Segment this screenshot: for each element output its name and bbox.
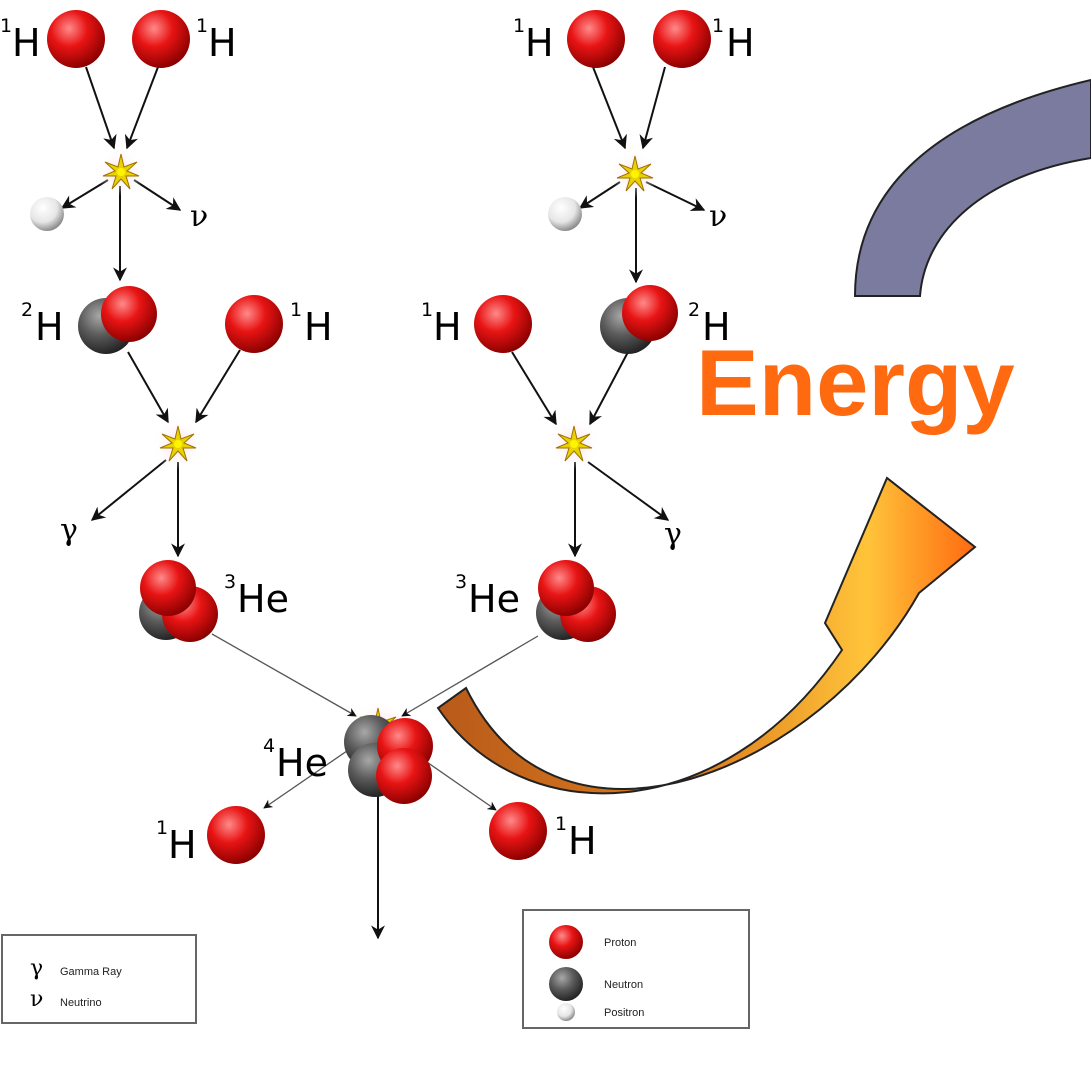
legend-proton-icon <box>549 925 583 959</box>
positron <box>548 197 582 231</box>
legend-neutron-icon <box>549 967 583 1001</box>
mass-number: 1 <box>290 299 302 321</box>
element-symbol: He <box>237 577 289 621</box>
fusion-burst <box>548 418 600 470</box>
proton <box>489 802 547 860</box>
fusion-burst <box>611 150 659 198</box>
element-symbol: H <box>304 305 333 349</box>
legend-neutrino-symbol: ν <box>30 987 43 1012</box>
mass-number: 3 <box>455 571 467 593</box>
element-symbol: H <box>12 21 41 65</box>
proton <box>653 10 711 68</box>
deuterium-nucleus <box>600 285 678 354</box>
element-symbol: He <box>276 741 328 785</box>
energy-curved-arrow <box>436 476 977 795</box>
element-symbol: H <box>702 305 731 349</box>
legend-positron-icon <box>557 1003 575 1021</box>
legend-neutron-label: Neutron <box>604 979 643 991</box>
legend-left: γ Gamma Ray ν Neutrino <box>1 934 197 1024</box>
positron <box>30 197 64 231</box>
mass-number: 1 <box>555 813 567 835</box>
upper-curved-arrow <box>853 78 1091 297</box>
element-symbol: H <box>726 21 755 65</box>
element-symbol: H <box>208 21 237 65</box>
gamma-symbol: γ <box>60 513 78 548</box>
helium-4-nucleus <box>344 715 433 804</box>
deuterium-nucleus <box>78 286 157 354</box>
element-symbol: H <box>525 21 554 65</box>
energy-label: Energy <box>696 330 1015 435</box>
proton <box>474 295 532 353</box>
legend-neutrino-label: Neutrino <box>60 997 102 1009</box>
mass-number: 4 <box>263 735 275 757</box>
mass-number: 1 <box>0 15 12 37</box>
legend-gamma-symbol: γ <box>30 956 43 981</box>
reaction-arrows <box>60 66 706 940</box>
proton <box>567 10 625 68</box>
neutrino-symbol: ν <box>190 199 208 234</box>
fusion-burst <box>152 418 204 470</box>
legend-right: Proton Neutron Positron <box>522 909 750 1029</box>
element-symbol: H <box>35 305 64 349</box>
mass-number: 1 <box>712 15 724 37</box>
proton <box>207 806 265 864</box>
proton <box>132 10 190 68</box>
mass-number: 2 <box>688 299 700 321</box>
mass-number: 1 <box>156 817 168 839</box>
element-symbol: H <box>433 305 462 349</box>
mass-number: 2 <box>21 299 33 321</box>
legend-proton-label: Proton <box>604 937 636 949</box>
legend-gamma-label: Gamma Ray <box>60 966 122 978</box>
mass-number: 1 <box>196 15 208 37</box>
fusion-burst <box>97 148 145 196</box>
legend-positron-label: Positron <box>604 1007 644 1019</box>
neutrino-symbol: ν <box>709 199 727 234</box>
element-symbol: H <box>568 819 597 863</box>
mass-number: 3 <box>224 571 236 593</box>
mass-number: 1 <box>421 299 433 321</box>
element-symbol: H <box>168 823 197 867</box>
helium-3-nucleus <box>536 560 616 642</box>
helium-3-nucleus <box>139 560 218 642</box>
proton <box>47 10 105 68</box>
proton <box>225 295 283 353</box>
mass-number: 1 <box>513 15 525 37</box>
gamma-symbol: γ <box>664 517 682 552</box>
element-symbol: He <box>468 577 520 621</box>
